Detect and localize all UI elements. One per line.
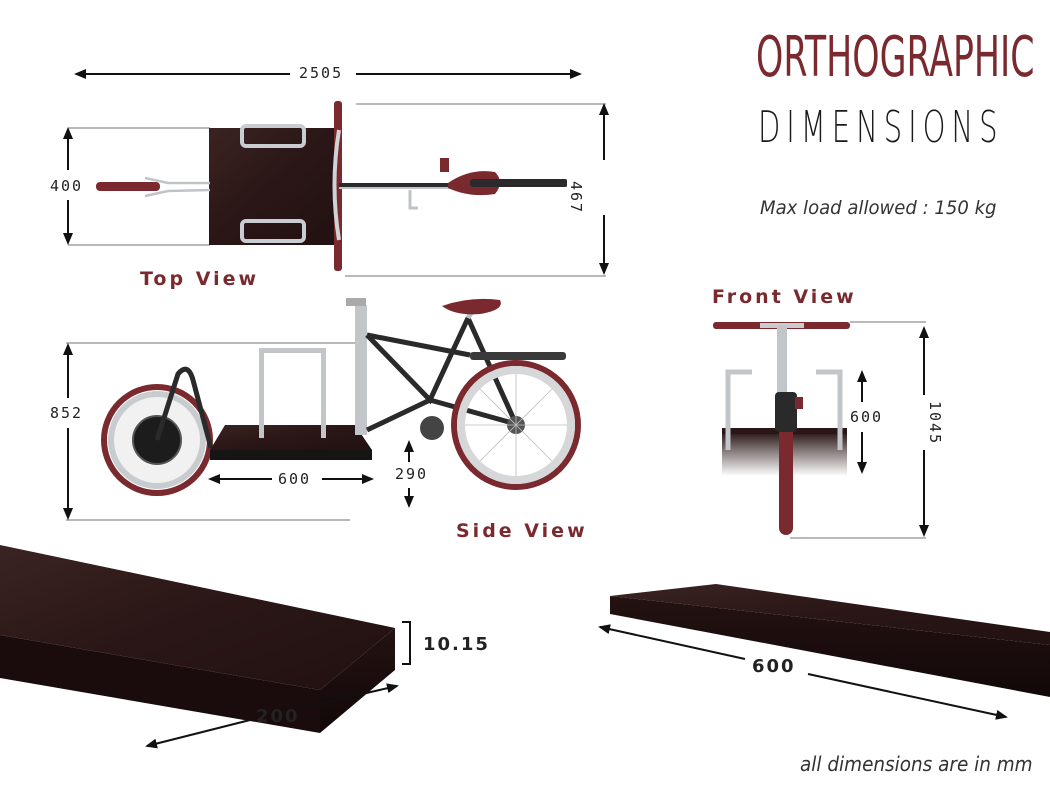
chainring-side	[420, 416, 444, 440]
side-box-length-label: 600	[275, 470, 315, 488]
plank-width-label: 200	[256, 706, 300, 727]
rail-side	[259, 350, 264, 438]
front-total-height-label: 1045	[926, 398, 944, 449]
rail-side-top	[259, 348, 326, 353]
side-height-label: 852	[47, 404, 87, 422]
top-view	[63, 69, 609, 277]
rear-wheel-top	[470, 179, 568, 187]
handlebar-side	[346, 298, 366, 306]
cargo-box-base	[210, 450, 372, 460]
front-view	[713, 321, 929, 539]
top-length-label: 2505	[296, 64, 347, 82]
top-box-width-label: 400	[47, 177, 87, 195]
plank-length-label: 600	[752, 656, 796, 677]
max-load-note: Max load allowed : 150 kg	[760, 197, 997, 219]
side-view-label: Side View	[456, 520, 588, 542]
main-frame-side	[365, 316, 519, 433]
title-line-2: DIMENSIONS	[758, 102, 1004, 153]
plank-length-line	[807, 673, 1008, 720]
saddle-side	[442, 298, 501, 315]
front-rail-height-label: 600	[847, 408, 887, 426]
rear-wheel-rim	[457, 366, 575, 484]
steering-column-side	[355, 305, 367, 435]
plank-width-line	[145, 719, 251, 749]
plank-left-top	[0, 545, 395, 690]
plank-right-top	[610, 584, 1050, 645]
plank-thickness-label: 10.15	[423, 634, 490, 655]
steering-column-front	[777, 326, 787, 416]
fork-front	[775, 392, 797, 432]
front-view-label: Front View	[712, 286, 857, 308]
rear-wheel-side	[451, 360, 581, 490]
top-view-label: Top View	[140, 268, 260, 290]
handle-bar-top	[240, 219, 306, 243]
rail-front-right	[816, 369, 843, 450]
top-total-width-label: 467	[567, 178, 585, 218]
rail-side	[321, 350, 326, 438]
plank-right-front	[610, 596, 1050, 697]
side-view	[63, 298, 581, 521]
plank-right	[598, 584, 1050, 720]
rear-rack-side	[470, 352, 566, 360]
plank-length-line	[598, 624, 746, 660]
handle-bar-top	[240, 124, 306, 148]
bell-front	[795, 397, 803, 409]
front-fork-top	[144, 176, 211, 198]
front-wheel-top	[96, 182, 160, 191]
rail-front-left	[725, 369, 752, 450]
bell-top	[440, 158, 449, 172]
units-note: all dimensions are in mm	[800, 752, 1033, 776]
handlebar-center	[760, 323, 804, 328]
plank-width-line	[304, 683, 399, 708]
pedal-top	[408, 190, 418, 210]
plank-left-front	[320, 628, 395, 733]
cargo-box-side	[210, 425, 372, 450]
title-line-1: ORTHOGRAPHIC	[756, 25, 1035, 90]
front-fork-side	[154, 366, 214, 449]
thickness-bracket	[402, 621, 411, 665]
rear-spokes	[465, 374, 567, 476]
plank-left	[0, 545, 411, 749]
steering-column-top	[332, 129, 341, 241]
plank-left-side	[0, 635, 320, 733]
ground-clearance-label: 290	[392, 465, 432, 483]
